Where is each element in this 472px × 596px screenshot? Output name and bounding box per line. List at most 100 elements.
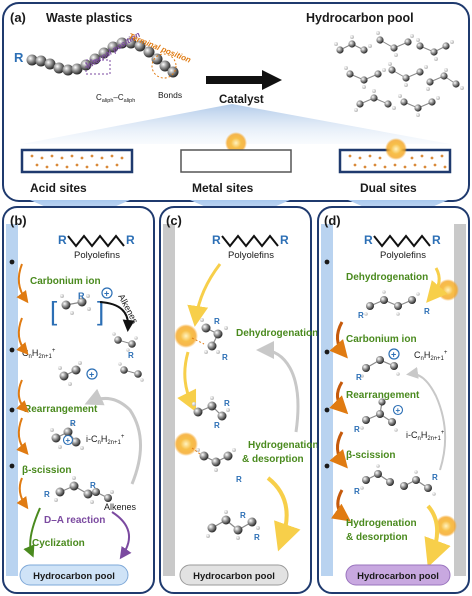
panel-b-dots bbox=[9, 259, 15, 469]
b-cyclization-label: Cyclization bbox=[32, 538, 85, 549]
c-polyolefins-label: Polyolefins bbox=[228, 250, 274, 261]
panel-d-sidebar-right bbox=[454, 224, 466, 576]
panel-d-dots bbox=[324, 259, 330, 469]
b-plus-charge-2 bbox=[86, 368, 98, 380]
c-hydrogenation-molecule bbox=[191, 447, 236, 472]
c-polyolefin-chain bbox=[221, 234, 279, 248]
b-cation-molecule bbox=[58, 361, 82, 386]
d-rearrangement-label: Rearrangement bbox=[346, 390, 420, 401]
d-carbonium-ion-label: Carbonium ion bbox=[346, 334, 417, 345]
b-iso-molecule bbox=[50, 422, 84, 450]
d-yellow-arrow-2 bbox=[424, 504, 451, 568]
b-r-right: R bbox=[126, 233, 135, 247]
b-r-alkene: R bbox=[128, 351, 134, 360]
d-polyolefins-label: Polyolefins bbox=[380, 250, 426, 261]
b-plus-sign-2: + bbox=[89, 370, 94, 380]
d-r-left: R bbox=[364, 233, 373, 247]
c-r-mol4: R bbox=[214, 421, 220, 430]
c-yellow-arrow-1 bbox=[187, 263, 222, 327]
d-polyolefin-chain bbox=[373, 234, 431, 248]
panel-b-frame bbox=[2, 206, 155, 594]
c-gray-cycle-arrow bbox=[256, 341, 300, 433]
c-dehydrogenation-label: Dehydrogenation bbox=[236, 328, 318, 339]
panel-d: (d) R R Polyolefins Dehydrogenation R R … bbox=[317, 206, 470, 594]
d-r-mol1a: R bbox=[358, 311, 364, 320]
chain-r-label: R bbox=[14, 50, 24, 65]
d-scission-molecules bbox=[360, 464, 436, 496]
c-yellow-arrow-3 bbox=[266, 476, 301, 552]
c-metal-particle-1 bbox=[174, 324, 198, 348]
c-yellow-arrow-2 bbox=[177, 351, 197, 413]
metal-sites-label: Metal sites bbox=[192, 181, 254, 195]
b-da-arrow bbox=[111, 511, 132, 560]
c-pool-label: Hydrocarbon pool bbox=[193, 571, 275, 582]
d-cation-formula: CnH2n+1+ bbox=[414, 350, 448, 362]
d-plus-charge-1 bbox=[388, 348, 400, 360]
d-pool-pill bbox=[345, 564, 451, 586]
d-r-mol1b: R bbox=[424, 307, 430, 316]
panel-d-sidebar-left bbox=[321, 224, 333, 576]
c-product-molecule bbox=[206, 510, 260, 540]
metal-sites-box bbox=[180, 132, 292, 173]
d-yellow-arrow-1 bbox=[426, 267, 448, 303]
d-desorption-label: & desorption bbox=[346, 532, 408, 543]
b-alkenes-arrow bbox=[99, 301, 135, 332]
c-r-mol5: R bbox=[236, 475, 242, 484]
d-metal-particle-2 bbox=[435, 515, 457, 537]
c-desorption-label: & desorption bbox=[242, 454, 304, 465]
c-r-product-1: R bbox=[240, 511, 246, 520]
waste-plastics-title: Waste plastics bbox=[46, 11, 132, 25]
d-carbonium-molecule bbox=[360, 356, 400, 378]
d-r-mol3: R bbox=[354, 425, 360, 434]
b-carbonium-molecule bbox=[60, 294, 91, 315]
b-bracket-left: [ bbox=[50, 296, 58, 326]
d-orange-arrows bbox=[329, 321, 351, 522]
b-beta-scission-label: β-scission bbox=[22, 465, 71, 476]
d-beta-scission-label: β-scission bbox=[346, 450, 395, 461]
c-alkene-molecule bbox=[192, 396, 230, 421]
b-pool-label: Hydrocarbon pool bbox=[33, 571, 115, 582]
catalyst-label: Catalyst bbox=[219, 94, 264, 106]
c-hydrogenation-label: Hydrogenation bbox=[248, 440, 319, 451]
panel-b-letter: (b) bbox=[10, 213, 27, 228]
b-r-scission-2: R bbox=[90, 481, 96, 490]
d-pool-label: Hydrocarbon pool bbox=[357, 571, 439, 582]
panel-c: (c) R R Polyolefins R Dehydrogenation R … bbox=[159, 206, 319, 594]
b-iso-cation-formula: i-CnH2n+1+ bbox=[86, 434, 125, 446]
b-alkenes-label-2: Alkenes bbox=[104, 502, 137, 512]
panel-b-sidebar bbox=[6, 224, 18, 576]
d-r-mol2: R bbox=[356, 373, 362, 382]
d-r-mol4: R bbox=[354, 487, 360, 496]
b-gray-cycle-arrow bbox=[84, 388, 142, 485]
c-r-product-2: R bbox=[254, 533, 260, 542]
b-r-scission-1: R bbox=[44, 490, 50, 499]
c-r-right: R bbox=[280, 233, 289, 247]
terminal-position-circle bbox=[151, 53, 177, 79]
b-orange-arrows bbox=[16, 263, 29, 510]
bonds-label: Bonds bbox=[158, 90, 182, 100]
dual-sites-label: Dual sites bbox=[360, 181, 417, 195]
process-arrow bbox=[206, 70, 282, 90]
c-pool-pill bbox=[179, 564, 289, 586]
b-polyolefins-label: Polyolefins bbox=[74, 250, 120, 261]
panel-d-frame bbox=[317, 206, 470, 594]
d-hydrogenation-label: Hydrogenation bbox=[346, 518, 417, 529]
dual-sites-box bbox=[338, 138, 452, 174]
panel-c-sidebar bbox=[163, 224, 175, 576]
c-r-left: R bbox=[212, 233, 221, 247]
b-carbonium-ion-label: Carbonium ion bbox=[30, 276, 101, 287]
c-metal-particle-2 bbox=[174, 432, 198, 456]
b-plus-sign-3: + bbox=[66, 436, 71, 445]
b-pool-pill bbox=[19, 564, 129, 586]
bond-caliph-label: Caliph–Caliph bbox=[96, 93, 135, 104]
panel-c-letter: (c) bbox=[166, 213, 182, 228]
d-plus-sign-2: + bbox=[396, 406, 401, 415]
hydrocarbon-molecules bbox=[334, 31, 464, 117]
panel-a-letter: (a) bbox=[10, 10, 26, 25]
d-iso-cation-formula: i-CnH2n+1+ bbox=[406, 430, 445, 442]
panel-c-frame bbox=[159, 206, 312, 594]
b-plus-charge-1 bbox=[101, 287, 113, 299]
d-r-right: R bbox=[432, 233, 441, 247]
b-r-iso: R bbox=[70, 419, 76, 428]
